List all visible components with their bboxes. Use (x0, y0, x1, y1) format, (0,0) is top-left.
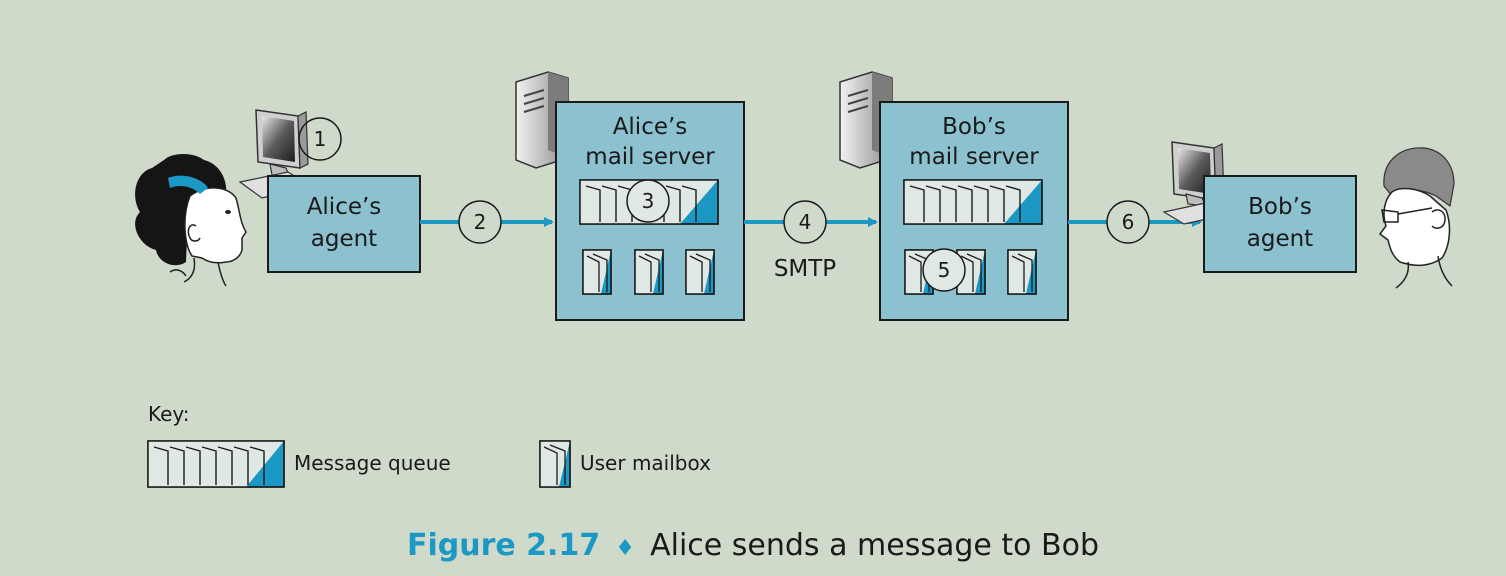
user-mailbox-icon (1007, 249, 1037, 295)
figure-caption: Figure 2.17 ♦ Alice sends a message to B… (407, 528, 1099, 563)
step-2-marker: 2 (458, 200, 502, 244)
smtp-label: SMTP (774, 256, 836, 282)
bob-agent-label-line2: agent (1247, 226, 1313, 252)
step-3-label: 3 (642, 189, 655, 213)
key-user-mailbox-label: User mailbox (580, 451, 711, 475)
bob-server-label-line2: mail server (909, 144, 1039, 170)
step-6-marker: 6 (1106, 200, 1150, 244)
step-5-label: 5 (938, 258, 951, 282)
bob-agent-label-line1: Bob’s (1248, 194, 1312, 220)
caption-figure-number: Figure 2.17 (407, 528, 600, 563)
user-mailbox-icon (539, 440, 571, 488)
caption-text: Alice sends a message to Bob (650, 528, 1099, 563)
step-5-marker: 5 (922, 248, 966, 292)
user-mailbox-icon (685, 249, 715, 295)
step-6-label: 6 (1122, 210, 1135, 234)
alice-agent-label-line2: agent (311, 226, 377, 252)
user-mailbox-icon (582, 249, 612, 295)
step-2-label: 2 (474, 210, 487, 234)
bob-agent-box (1203, 175, 1357, 273)
alice-agent-label-line1: Alice’s (307, 194, 382, 220)
key-title: Key: (148, 402, 190, 426)
alice-agent-box (267, 175, 421, 273)
alice-server-label-line1: Alice’s (613, 114, 688, 140)
key-message-queue-label: Message queue (294, 451, 451, 475)
step-1-marker: 1 (298, 117, 342, 161)
alice-person-icon (135, 154, 247, 287)
message-queue-icon (903, 179, 1043, 225)
user-mailbox-icon (634, 249, 664, 295)
bob-person-icon (1378, 147, 1455, 289)
step-4-marker: 4 (783, 200, 827, 244)
step-4-label: 4 (799, 210, 812, 234)
caption-separator: ♦ (615, 536, 635, 561)
step-1-label: 1 (314, 127, 327, 151)
bob-server-label-line1: Bob’s (942, 114, 1006, 140)
alice-server-label-line2: mail server (585, 144, 715, 170)
step-3-marker: 3 (626, 179, 670, 223)
message-queue-icon (147, 440, 285, 488)
